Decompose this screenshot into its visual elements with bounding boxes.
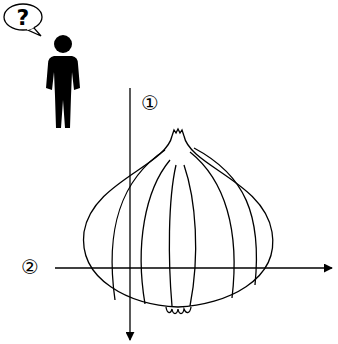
speech-bubble: ?: [3, 3, 43, 37]
question-mark: ?: [17, 7, 30, 29]
axis-arrow-vertical: [129, 88, 130, 340]
axis-arrow-horizontal: [55, 267, 332, 268]
person-figure: [46, 35, 80, 128]
callout-number: ①: [140, 92, 160, 114]
onion: [84, 129, 273, 314]
callout-number: ②: [20, 256, 40, 278]
